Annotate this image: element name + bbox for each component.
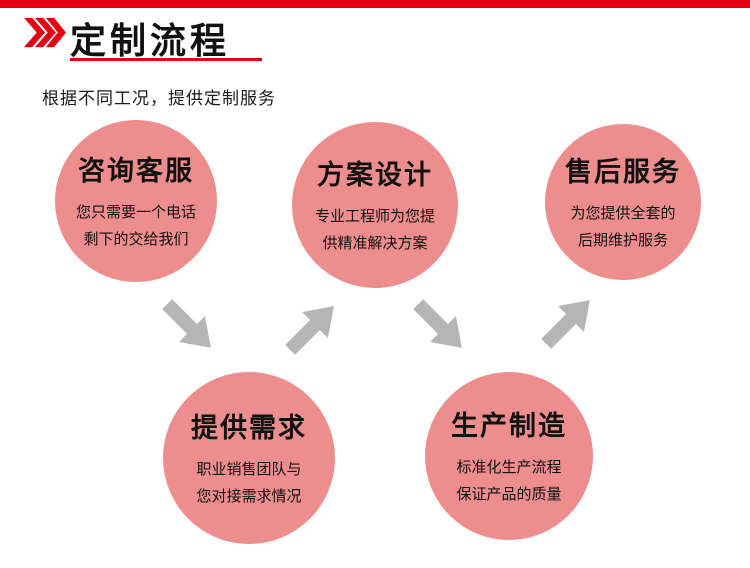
step-title: 咨询客服	[78, 156, 194, 187]
step-title: 方案设计	[317, 160, 433, 191]
page-subtitle: 根据不同工况，提供定制服务	[42, 89, 276, 108]
step-circle-manufacturing: 生产制造 标准化生产流程 保证产品的质量	[425, 372, 593, 540]
flow-arrow-down-right-icon	[153, 290, 225, 362]
flow-arrow-up-right-icon	[276, 292, 348, 364]
step-title: 售后服务	[565, 157, 681, 188]
step-circle-solution-design: 方案设计 专业工程师为您提 供精准解决方案	[292, 122, 458, 288]
top-red-bar	[0, 0, 750, 8]
title-underline	[70, 58, 262, 61]
double-chevron-icon	[24, 17, 66, 48]
step-desc: 您只需要一个电话 剩下的交给我们	[75, 205, 196, 248]
flow-arrow-up-right-icon	[532, 286, 604, 358]
step-title: 生产制造	[451, 411, 567, 442]
step-desc: 职业销售团队与 您对接需求情况	[196, 462, 302, 505]
step-desc: 标准化生产流程 保证产品的质量	[456, 460, 562, 503]
page-title: 定制流程	[70, 20, 231, 61]
step-desc: 为您提供全套的 后期维护服务	[570, 206, 676, 249]
step-circle-after-sales: 售后服务 为您提供全套的 后期维护服务	[545, 124, 701, 280]
step-desc: 专业工程师为您提 供精准解决方案	[314, 209, 435, 252]
step-circle-provide-requirements: 提供需求 职业销售团队与 您对接需求情况	[163, 372, 335, 544]
step-title: 提供需求	[191, 413, 307, 444]
step-circle-consult-service: 咨询客服 您只需要一个电话 剩下的交给我们	[55, 120, 217, 282]
flow-arrow-down-right-icon	[404, 290, 476, 362]
